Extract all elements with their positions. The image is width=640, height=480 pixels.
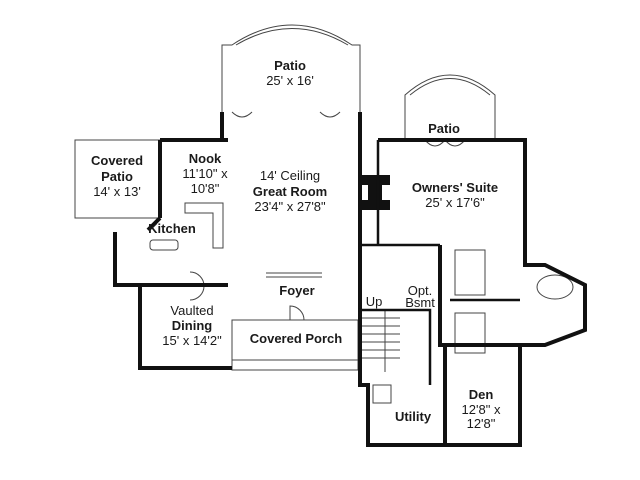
great-room-ceiling-note: 14' Ceiling [259, 168, 321, 183]
basement-label-line2: Bsmt [405, 295, 435, 310]
covered-patio-label-line2: Patio [101, 169, 133, 184]
patio-label: Patio [274, 58, 306, 73]
patio-outline [221, 24, 361, 112]
dining-vaulted-note: Vaulted [170, 303, 214, 318]
basement-label-line1: Opt. [407, 283, 433, 298]
fireplace [360, 175, 390, 210]
dining-size: 15' x 14'2" [162, 333, 222, 348]
covered-patio-label-line1: Covered [90, 153, 144, 168]
covered-patio-size: 14' x 13' [93, 184, 141, 199]
owners-suite-label: Owners' Suite [411, 180, 499, 195]
great-room-size: 23'4" x 27'8" [254, 199, 326, 214]
bathtub [536, 274, 574, 300]
den-label: Den [468, 387, 494, 402]
stairs-up-label: Up [365, 294, 383, 309]
owners-patio-outline [404, 74, 496, 140]
exterior-walls [113, 112, 587, 447]
foyer-label: Foyer [279, 283, 315, 298]
utility-label: Utility [394, 409, 432, 424]
great-room-label: Great Room [252, 184, 328, 199]
den-size-line1: 12'8" x [461, 402, 501, 417]
owners-suite-size: 25' x 17'6" [425, 195, 485, 210]
nook-size-line2: 10'8" [190, 181, 220, 196]
den-size-line2: 12'8" [466, 416, 496, 431]
covered-porch-label: Covered Porch [249, 331, 343, 346]
nook-size-line1: 11'10" x [182, 166, 228, 181]
dining-label: Dining [171, 318, 213, 333]
patio-size: 25' x 16' [266, 73, 314, 88]
nook-label: Nook [188, 151, 222, 166]
stairs [362, 310, 400, 372]
kitchen-label: Kitchen [148, 221, 196, 236]
owners-patio-label: Patio [428, 121, 460, 136]
